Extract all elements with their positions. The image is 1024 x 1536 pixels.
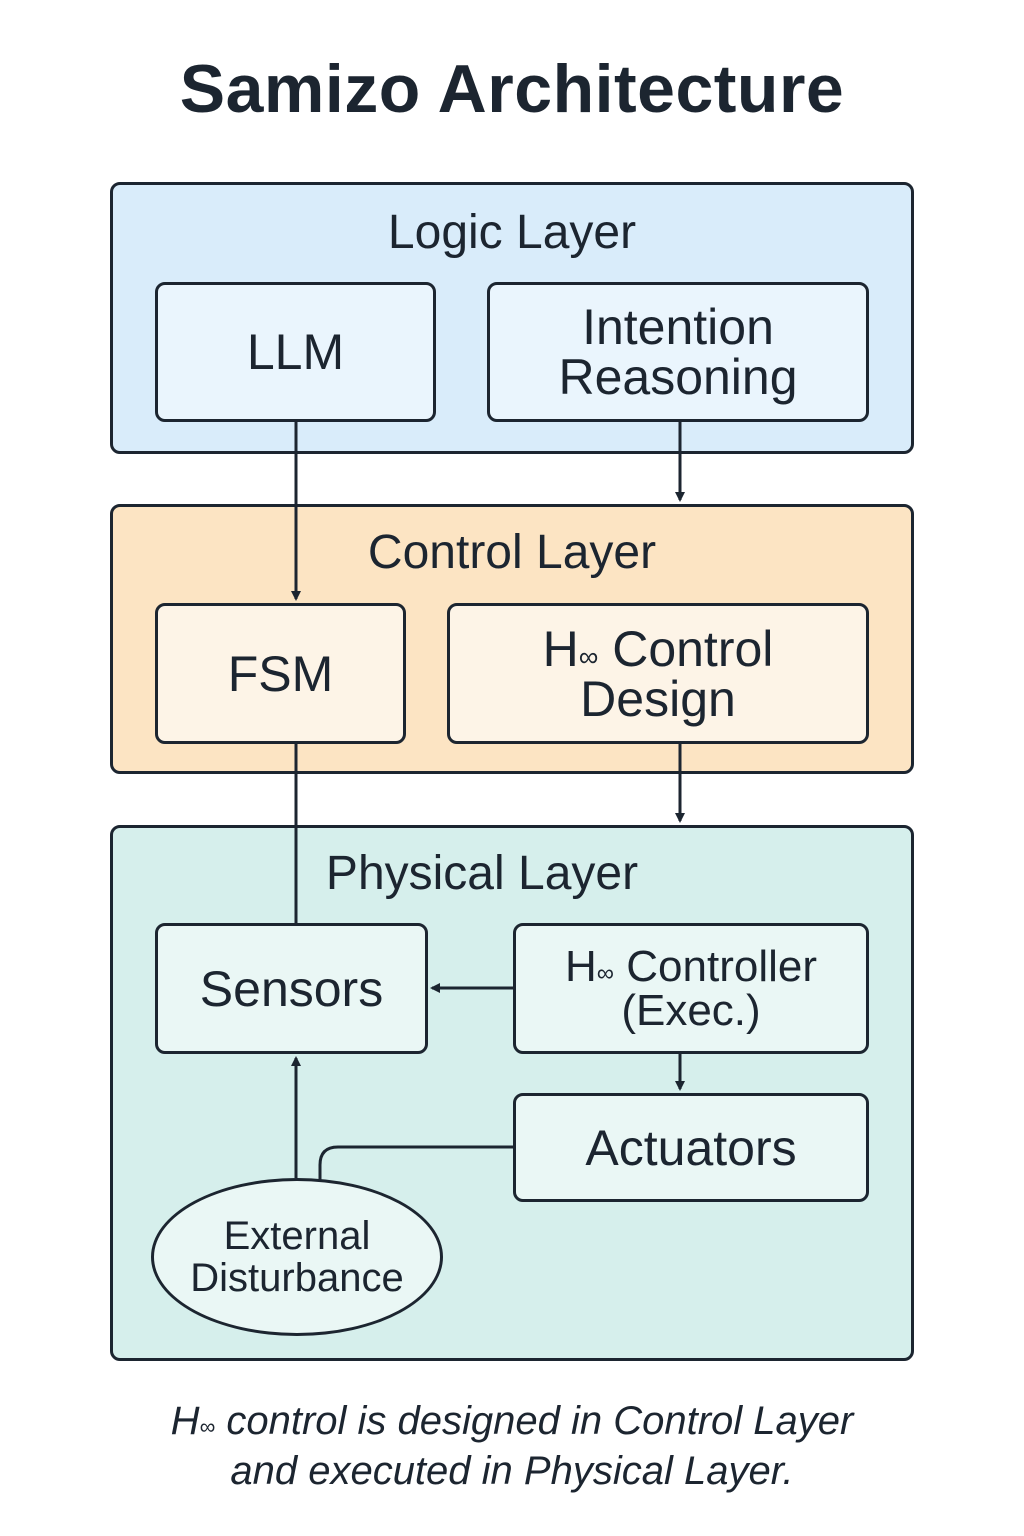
actuators-box: Actuators	[513, 1093, 869, 1202]
caption: H∞ control is designed in Control Layer …	[0, 1396, 1024, 1496]
physical-layer-title: Physical Layer	[325, 847, 639, 900]
llm-box: LLM	[155, 282, 436, 422]
caption-infinity: ∞	[199, 1414, 216, 1439]
hinf-design-text: Control	[598, 620, 774, 677]
fsm-box: FSM	[155, 603, 406, 744]
hinf-ctrl-text: Controller	[614, 941, 817, 991]
intention-label-line2: Reasoning	[558, 349, 798, 405]
caption-line2: and executed in Physical Layer.	[230, 1449, 794, 1493]
intention-label-line1: Intention	[582, 299, 774, 355]
llm-label: LLM	[246, 324, 345, 380]
fsm-label: FSM	[227, 645, 334, 702]
hinf-design-symbol: H	[542, 620, 579, 677]
sensors-label: Sensors	[199, 960, 384, 1017]
caption-symbol: H	[170, 1399, 200, 1443]
hinf-controller-box: H∞ Controller (Exec.)	[513, 923, 869, 1054]
disturbance-line1: External	[223, 1214, 371, 1258]
hinf-control-design-box: H∞ Control Design	[447, 603, 869, 744]
hinf-ctrl-symbol: H	[565, 941, 597, 991]
external-disturbance-ellipse: External Disturbance	[151, 1178, 443, 1336]
hinf-design-line1: H∞ Control	[543, 624, 774, 674]
control-layer-title: Control Layer	[367, 526, 657, 579]
diagram-title: Samizo Architecture	[179, 51, 845, 127]
hinf-ctrl-infinity: ∞	[596, 959, 615, 987]
hinf-design-infinity: ∞	[578, 640, 599, 672]
disturbance-line2: Disturbance	[190, 1256, 404, 1300]
caption-line1: H∞ control is designed in Control Layer	[0, 1396, 1024, 1446]
logic-layer-title: Logic Layer	[387, 206, 637, 259]
caption-text-1: control is designed in Control Layer	[215, 1399, 854, 1443]
sensors-box: Sensors	[155, 923, 428, 1054]
intention-reasoning-box: Intention Reasoning	[487, 282, 869, 422]
hinf-ctrl-line2: (Exec.)	[621, 985, 761, 1035]
actuators-label: Actuators	[585, 1119, 797, 1176]
hinf-design-line2: Design	[580, 670, 736, 727]
hinf-ctrl-line1: H∞ Controller	[565, 941, 817, 991]
